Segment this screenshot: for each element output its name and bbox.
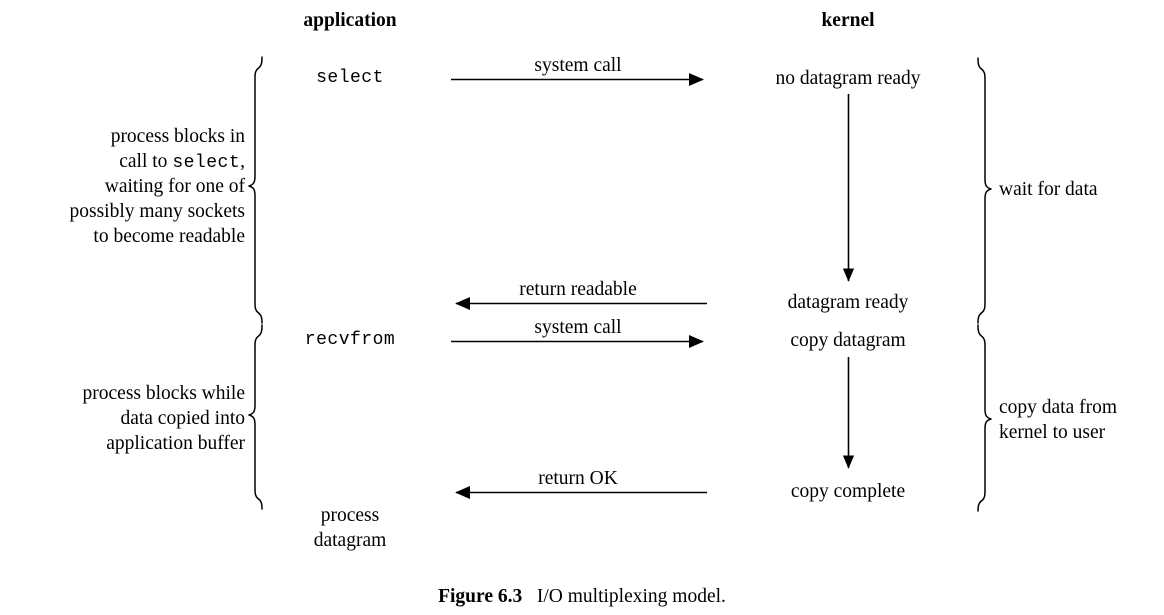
brace-kernel-wait-for-data xyxy=(977,57,992,324)
annotation-copy-data-line1: copy data from xyxy=(999,397,1118,418)
app-call-select: select xyxy=(316,68,384,88)
annotation-copy-data-line2: kernel to user xyxy=(999,422,1106,443)
annotation-wait-for-data: wait for data xyxy=(999,179,1098,200)
annotation-blocks-in-select-line5: to become readable xyxy=(93,226,245,247)
annotation-comma: , xyxy=(240,151,245,172)
transition-label-return-ok: return OK xyxy=(538,468,618,489)
annotation-call-to-text: call to xyxy=(119,151,173,172)
brace-kernel-copy-data xyxy=(977,324,992,512)
figure-caption: Figure 6.3 I/O multiplexing model. xyxy=(438,586,726,608)
annotation-blocks-in-select-line4: possibly many sockets xyxy=(69,201,246,222)
annotation-blocks-in-select-line1: process blocks in xyxy=(110,126,245,147)
brace-app-recvfrom-block xyxy=(248,324,263,510)
app-process-line1: process xyxy=(320,505,380,526)
transition-label-system-call-1: system call xyxy=(534,55,622,76)
brace-app-select-block xyxy=(248,56,263,324)
app-process-line2: datagram xyxy=(313,530,387,551)
column-header-kernel: kernel xyxy=(821,10,875,31)
kernel-state-copy-complete: copy complete xyxy=(790,481,906,502)
transition-label-return-readable: return readable xyxy=(519,279,637,300)
app-call-recvfrom: recvfrom xyxy=(304,330,396,350)
figure-caption-gap xyxy=(522,586,537,607)
kernel-state-copy-datagram: copy datagram xyxy=(790,330,906,351)
annotation-blocks-in-select-line2: call to select, xyxy=(119,149,245,176)
kernel-state-no-datagram-ready: no datagram ready xyxy=(775,68,921,89)
annotation-blocks-while-copy-line3: application buffer xyxy=(106,433,245,454)
annotation-blocks-in-select-line3: waiting for one of xyxy=(104,176,245,197)
figure-caption-number: Figure 6.3 xyxy=(438,586,523,607)
annotation-select-mono: select xyxy=(172,153,241,173)
kernel-state-datagram-ready: datagram ready xyxy=(787,292,909,313)
figure-caption-text: I/O multiplexing model. xyxy=(536,586,726,607)
column-header-application: application xyxy=(303,10,397,31)
annotation-blocks-while-copy-line2: data copied into xyxy=(120,408,245,429)
annotation-blocks-while-copy-line1: process blocks while xyxy=(82,383,245,404)
transition-label-system-call-2: system call xyxy=(534,317,622,338)
